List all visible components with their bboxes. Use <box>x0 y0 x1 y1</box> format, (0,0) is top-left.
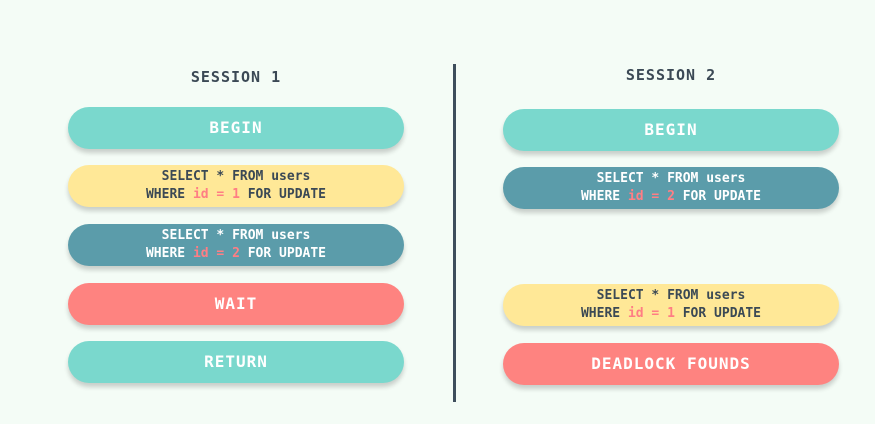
session-2-select-id1-line2: WHERE id = 1 FOR UPDATE <box>581 305 761 323</box>
session-2-title: SESSION 2 <box>625 66 717 84</box>
where-condition: id = 2 <box>627 189 675 204</box>
for-update-keyword: FOR UPDATE <box>682 189 762 204</box>
session-1-wait-step: WAIT <box>68 283 404 325</box>
where-keyword: WHERE <box>580 306 621 321</box>
session-1-begin-step: BEGIN <box>68 107 404 149</box>
session-divider <box>453 64 456 402</box>
session-1-select-id2-line2: WHERE id = 2 FOR UPDATE <box>146 245 326 263</box>
where-condition: id = 1 <box>192 187 240 202</box>
session-2-select-id2-line2: WHERE id = 2 FOR UPDATE <box>581 188 761 206</box>
session-2-select-id1-line1: SELECT * FROM users <box>596 288 746 303</box>
for-update-keyword: FOR UPDATE <box>247 246 327 261</box>
session-2-begin-label: BEGIN <box>644 120 698 139</box>
session-2-deadlock-label: DEADLOCK FOUNDS <box>591 354 751 373</box>
session-2-select-id2-step: SELECT * FROM users WHERE id = 2 FOR UPD… <box>503 167 839 209</box>
session-2-select-id2-line1: SELECT * FROM users <box>596 171 746 186</box>
session-1-title: SESSION 1 <box>190 68 282 86</box>
session-1-select-id2-line1: SELECT * FROM users <box>161 228 311 243</box>
session-2-deadlock-step: DEADLOCK FOUNDS <box>503 343 839 385</box>
session-1-select-id1-line1: SELECT * FROM users <box>161 169 311 184</box>
session-1-select-id2-step: SELECT * FROM users WHERE id = 2 FOR UPD… <box>68 224 404 266</box>
session-1-begin-label: BEGIN <box>209 118 263 137</box>
session-2-select-id1-step: SELECT * FROM users WHERE id = 1 FOR UPD… <box>503 284 839 326</box>
session-1-select-id1-step: SELECT * FROM users WHERE id = 1 FOR UPD… <box>68 165 404 207</box>
where-keyword: WHERE <box>145 187 186 202</box>
where-keyword: WHERE <box>145 246 186 261</box>
for-update-keyword: FOR UPDATE <box>247 187 327 202</box>
session-1-return-step: RETURN <box>68 341 404 383</box>
for-update-keyword: FOR UPDATE <box>682 306 762 321</box>
where-condition: id = 1 <box>627 306 675 321</box>
where-condition: id = 2 <box>192 246 240 261</box>
where-keyword: WHERE <box>580 189 621 204</box>
session-1-select-id1-line2: WHERE id = 1 FOR UPDATE <box>146 186 326 204</box>
session-1-wait-label: WAIT <box>214 294 258 313</box>
session-1-return-label: RETURN <box>204 352 268 371</box>
session-2-begin-step: BEGIN <box>503 109 839 151</box>
